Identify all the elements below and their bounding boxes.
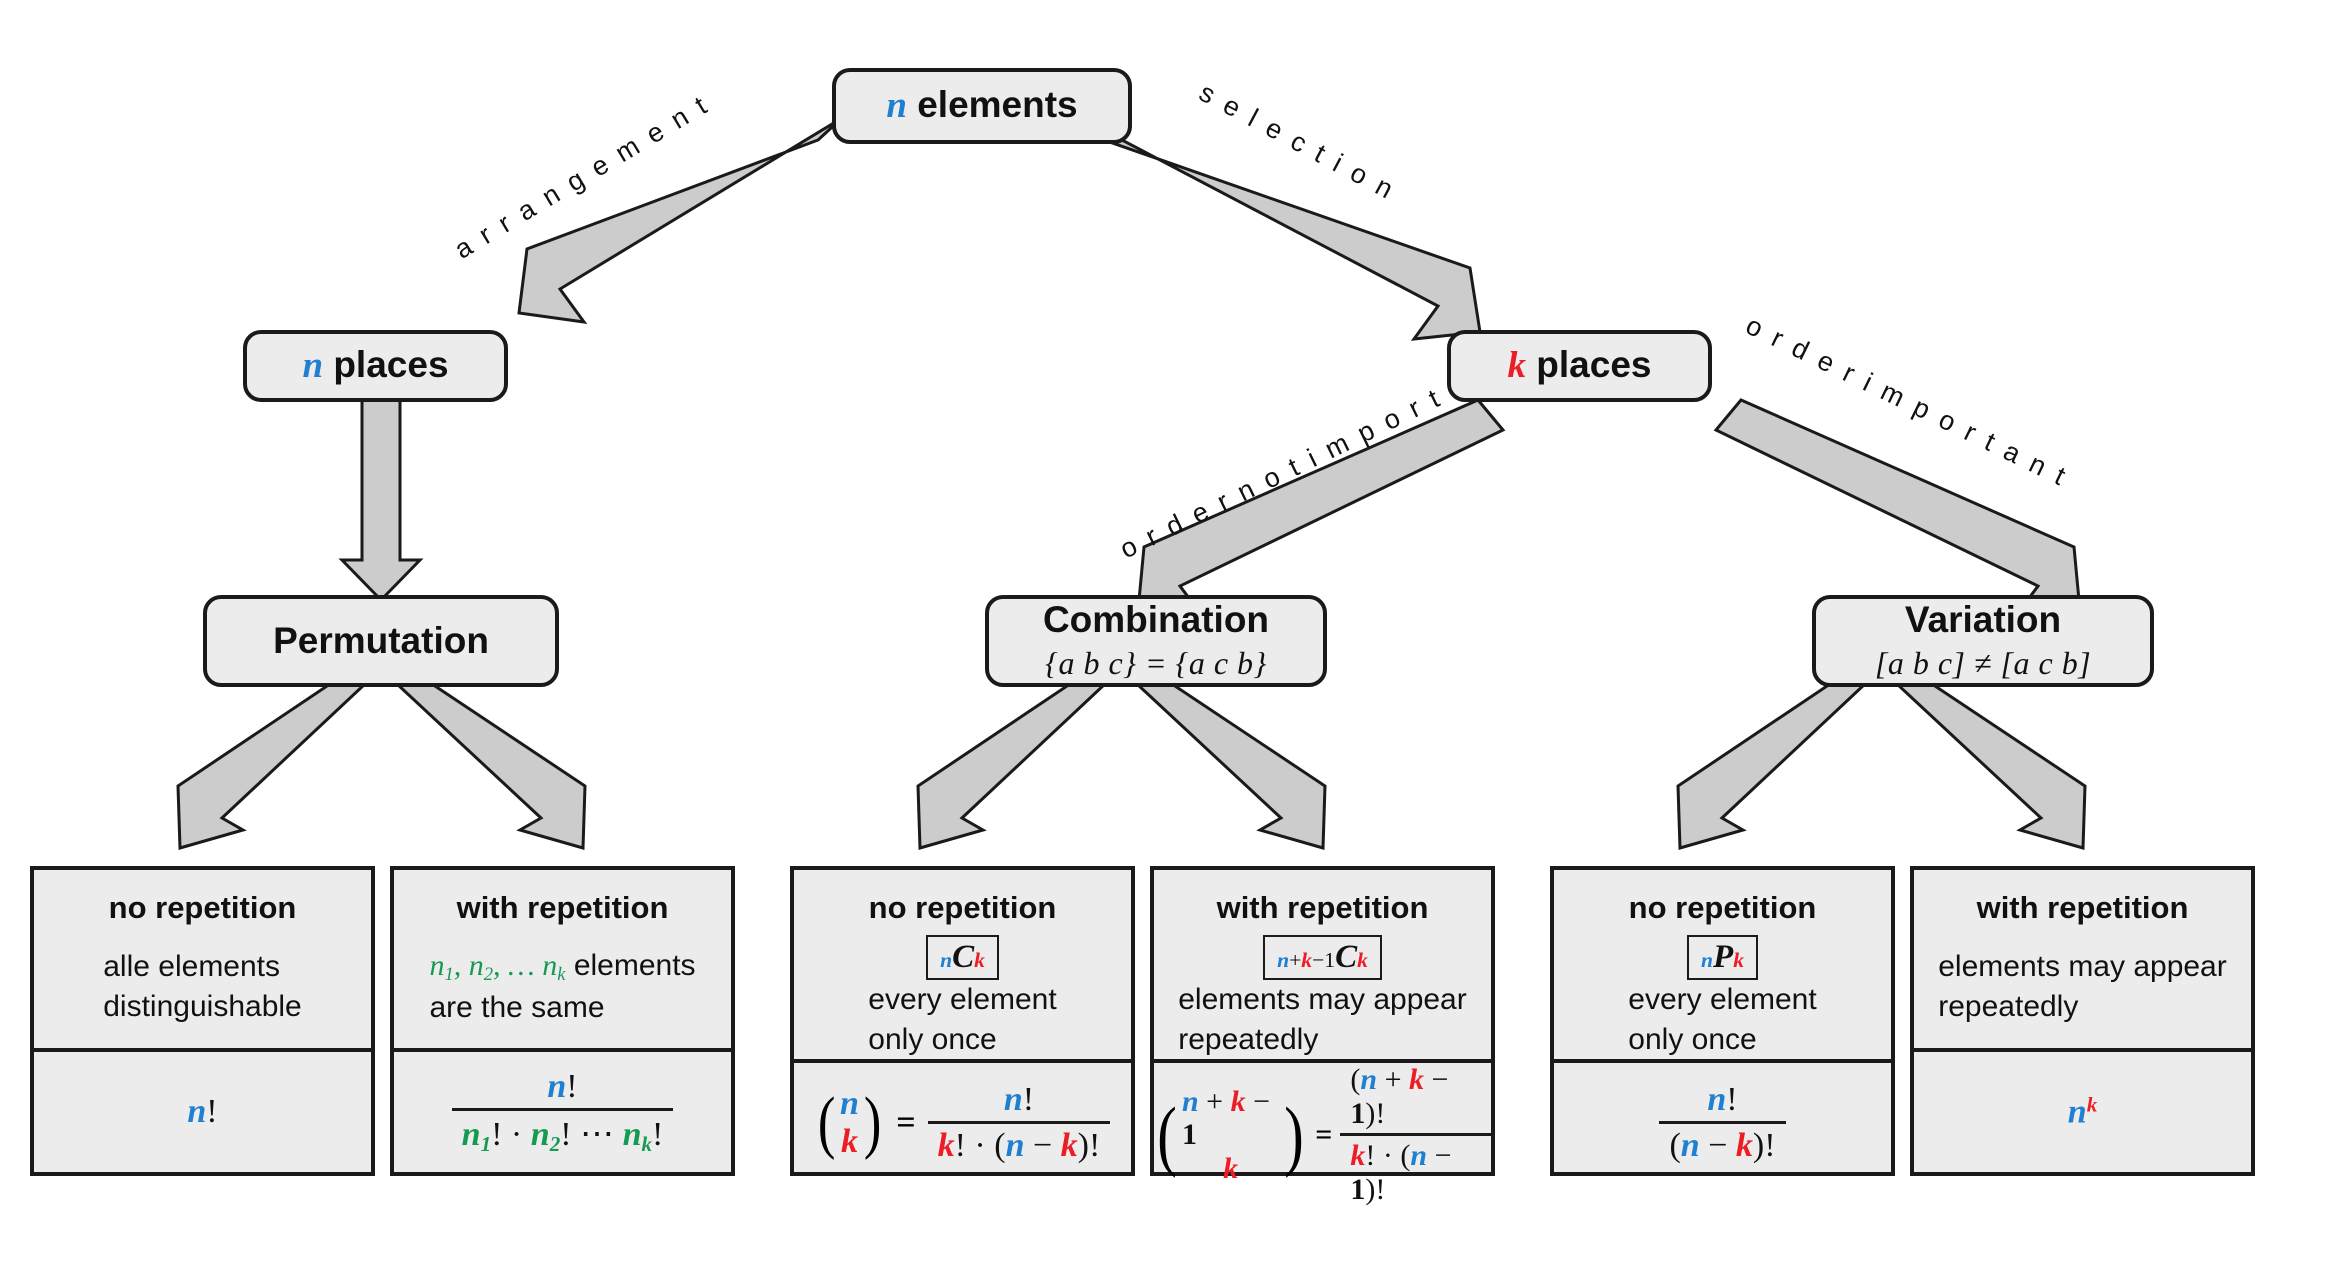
node-variation-subtitle: [a b c] ≠ [a c b] bbox=[1874, 644, 2092, 681]
arrow-order-important bbox=[1713, 398, 2082, 619]
leaf-header: with repetition bbox=[1216, 890, 1429, 925]
arrow-combination-with-repetition bbox=[1133, 682, 1327, 850]
node-combination-title: Combination bbox=[1042, 599, 1270, 641]
leaf-description: every element only once bbox=[1628, 983, 1817, 1056]
node-n-places-label: n places bbox=[302, 344, 449, 387]
arrow-permutation-with-repetition bbox=[393, 682, 587, 850]
leaf-combination-with-repetition[interactable]: with repetition n+k−1Ck elements may app… bbox=[1150, 866, 1495, 1206]
node-permutation[interactable]: Permutation bbox=[203, 595, 559, 687]
arrow-selection bbox=[1078, 116, 1482, 341]
leaf-description: elements may appear repeatedly bbox=[1178, 983, 1467, 1056]
node-combination-subtitle: {a b c} = {a c b} bbox=[1045, 644, 1267, 681]
leaf-formula: nk bbox=[1914, 1048, 2251, 1172]
leaf-combination-no-repetition[interactable]: no repetition nCk every element only onc… bbox=[790, 866, 1135, 1176]
leaf-notation: nPk bbox=[1687, 935, 1758, 980]
var-n: n bbox=[187, 1093, 207, 1130]
arrow-variation-no-repetition bbox=[1676, 682, 1869, 850]
var-k: k bbox=[1507, 345, 1527, 387]
leaf-description: every element only once bbox=[868, 983, 1057, 1056]
leaf-header: with repetition bbox=[1976, 890, 2189, 925]
leaf-top: no repetition nPk every element only onc… bbox=[1554, 870, 1891, 1059]
arrow-variation-with-repetition bbox=[1893, 682, 2087, 850]
leaf-notation: n+k−1Ck bbox=[1263, 935, 1382, 980]
leaf-variation-no-repetition[interactable]: no repetition nPk every element only onc… bbox=[1550, 866, 1895, 1176]
leaf-formula: n! (n − k)! bbox=[1554, 1059, 1891, 1183]
leaf-top: no repetition alle elements distinguisha… bbox=[34, 870, 371, 1048]
leaf-notation: nCk bbox=[926, 935, 999, 980]
binomial: ( n + k − 1 k ) bbox=[1157, 1084, 1305, 1185]
leaf-formula: n! n1! · n2! ⋯ nk! bbox=[394, 1048, 731, 1172]
leaf-top: with repetition n+k−1Ck elements may app… bbox=[1154, 870, 1491, 1059]
node-n-elements-label: n elements bbox=[886, 84, 1078, 127]
leaf-description: elements may appear repeatedly bbox=[1938, 950, 2227, 1023]
fraction: n! n1! · n2! ⋯ nk! bbox=[451, 1068, 674, 1157]
node-n-elements[interactable]: n elements bbox=[832, 68, 1132, 144]
leaf-header: no repetition bbox=[108, 890, 297, 925]
var-n: n bbox=[886, 85, 907, 127]
leaf-permutation-no-repetition[interactable]: no repetition alle elements distinguisha… bbox=[30, 866, 375, 1176]
node-combination[interactable]: Combination {a b c} = {a c b} bbox=[985, 595, 1327, 687]
leaf-top: no repetition nCk every element only onc… bbox=[794, 870, 1131, 1059]
node-variation-title: Variation bbox=[1904, 599, 2062, 641]
leaf-header: no repetition bbox=[868, 890, 1057, 925]
leaf-formula: n! bbox=[34, 1048, 371, 1172]
leaf-header: with repetition bbox=[456, 890, 669, 925]
arrow-permutation-no-repetition bbox=[176, 682, 369, 850]
leaf-description: alle elements distinguishable bbox=[103, 950, 302, 1023]
node-n-places[interactable]: n places bbox=[243, 330, 508, 402]
var-n: n bbox=[302, 345, 324, 387]
fraction: n! k! · (n − k)! bbox=[927, 1081, 1111, 1165]
node-variation[interactable]: Variation [a b c] ≠ [a c b] bbox=[1812, 595, 2154, 687]
leaf-top: with repetition elements may appear repe… bbox=[1914, 870, 2251, 1048]
fraction: (n + k − 1)! k! · (n − 1)! bbox=[1340, 1063, 1491, 1207]
node-k-places-label: k places bbox=[1507, 344, 1652, 387]
leaf-formula: ( n + k − 1 k ) = (n + k − 1)! k! · (n −… bbox=[1154, 1059, 1491, 1207]
arrow-n-places-permutation bbox=[338, 388, 424, 603]
leaf-variation-with-repetition[interactable]: with repetition elements may appear repe… bbox=[1910, 866, 2255, 1176]
var-n-list: n1, n2, … nk bbox=[429, 949, 566, 986]
fraction: n! (n − k)! bbox=[1659, 1081, 1786, 1165]
node-k-places[interactable]: k places bbox=[1447, 330, 1712, 402]
arrow-combination-no-repetition bbox=[916, 682, 1109, 850]
arrow-arrangement bbox=[517, 116, 844, 324]
leaf-header: no repetition bbox=[1628, 890, 1817, 925]
node-permutation-title: Permutation bbox=[273, 619, 489, 661]
